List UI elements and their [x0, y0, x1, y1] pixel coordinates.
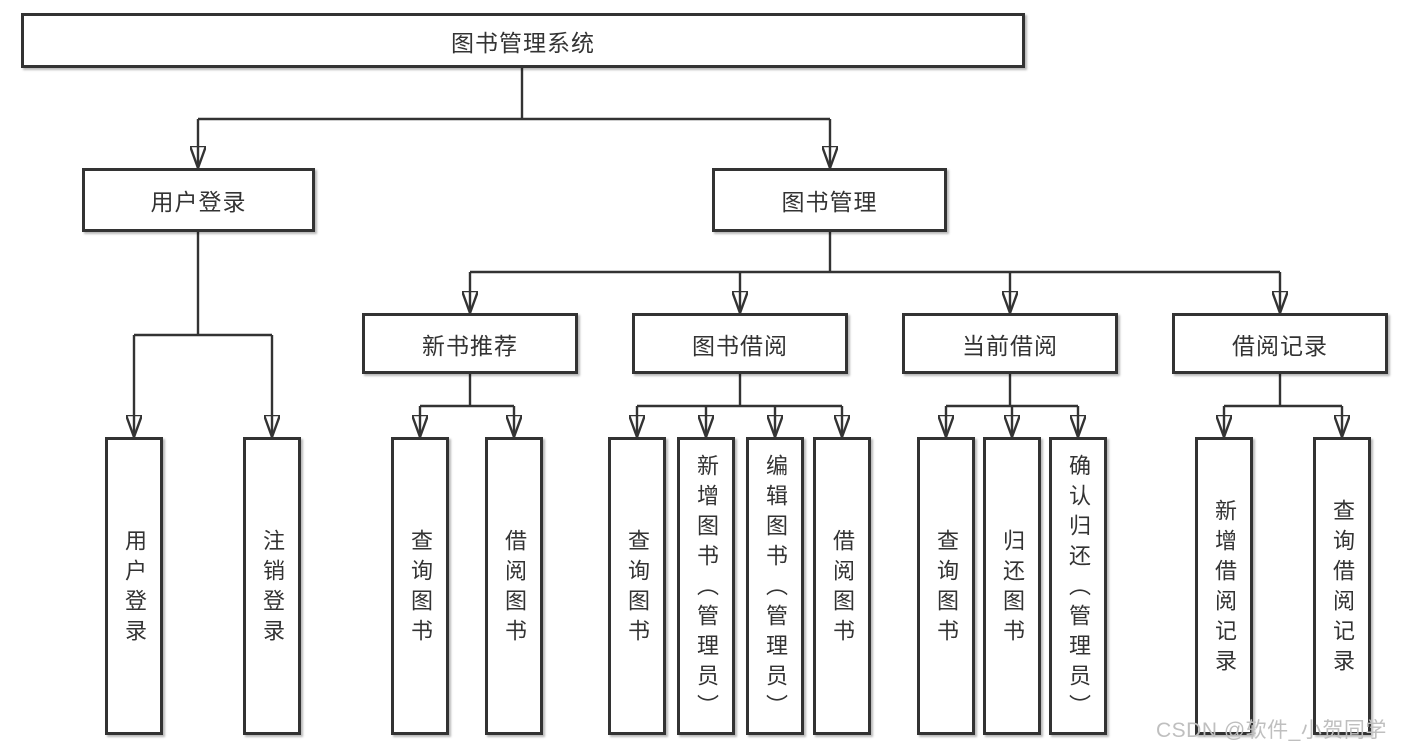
node-current-borrowing: 当前借阅: [902, 313, 1118, 374]
leaf-query-borrow-record: 查询借阅记录: [1313, 437, 1371, 735]
leaf-borrow-books: 借阅图书: [813, 437, 871, 735]
leaf-logout: 注销登录: [243, 437, 301, 735]
node-new-book-recommendation: 新书推荐: [362, 313, 578, 374]
leaf-query-books-current: 查询图书: [917, 437, 975, 735]
csdn-watermark: CSDN @软件_小贺同学: [1156, 719, 1387, 742]
node-book-borrowing: 图书借阅: [632, 313, 848, 374]
leaf-add-books-admin: 新增图书（管理员）: [677, 437, 735, 735]
leaf-query-books-recommend: 查询图书: [391, 437, 449, 735]
node-borrowing-records: 借阅记录: [1172, 313, 1388, 374]
leaf-add-borrow-record: 新增借阅记录: [1195, 437, 1253, 735]
node-user-login: 用户登录: [82, 168, 315, 232]
leaf-query-books-borrow: 查询图书: [608, 437, 666, 735]
leaf-borrow-books-recommend: 借阅图书: [485, 437, 543, 735]
leaf-user-login: 用户登录: [105, 437, 163, 735]
leaf-edit-books-admin: 编辑图书（管理员）: [746, 437, 804, 735]
node-library-management-system: 图书管理系统: [21, 13, 1025, 68]
leaf-return-books: 归还图书: [983, 437, 1041, 735]
leaf-confirm-return-admin: 确认归还（管理员）: [1049, 437, 1107, 735]
node-book-management: 图书管理: [712, 168, 947, 232]
